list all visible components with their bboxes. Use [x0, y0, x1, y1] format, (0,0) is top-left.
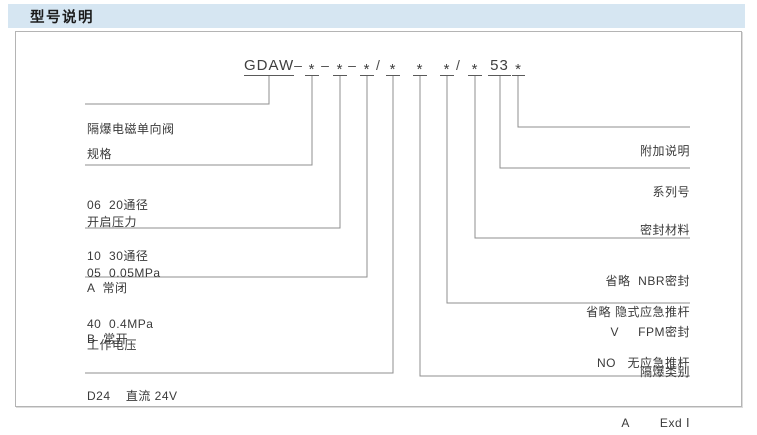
- label-row: 规格: [87, 147, 113, 161]
- label-row: 40 0.4MPa: [87, 317, 154, 331]
- label-row: 附加说明: [639, 144, 690, 158]
- label-row: 省略 隐式应急推杆: [586, 305, 690, 319]
- label-row: NO 无应急推杆: [596, 356, 690, 370]
- label-row: 工作电压: [87, 338, 138, 352]
- label-row: 密封材料: [639, 223, 690, 237]
- label-row: 隔爆类别: [639, 365, 690, 379]
- model-code-separator: /: [376, 57, 380, 73]
- label-row: 开启压力: [87, 215, 138, 229]
- label-row: 06 20通径: [87, 198, 149, 212]
- label-additional-note: 附加说明: [438, 109, 690, 194]
- model-code-placeholder-seal: *: [468, 57, 482, 78]
- label-series-number: 系列号: [438, 150, 690, 235]
- label-row: D24 直流 24V: [87, 389, 178, 403]
- section-header-bar: 型号说明: [8, 4, 745, 28]
- model-code-placeholder-spec: *: [305, 57, 319, 78]
- model-code-placeholder-state: *: [360, 57, 374, 78]
- label-row: 省略 NBR密封: [605, 274, 690, 288]
- section-title: 型号说明: [30, 9, 94, 26]
- model-code-placeholder-voltage: *: [386, 57, 400, 78]
- label-row: A Exd Ⅰ: [621, 416, 690, 430]
- label-row: V FPM密封: [610, 325, 690, 339]
- label-opening-pressure: 开启压力 05 0.05MPa 40 0.4MPa: [87, 180, 161, 367]
- model-code-placeholder-note: *: [512, 57, 525, 78]
- model-code-placeholder-pressure: *: [333, 57, 347, 78]
- label-valve-normal-state: A 常闭 B 常开: [87, 246, 128, 382]
- label-row: 系列号: [652, 185, 690, 199]
- label-row: 10 30通径: [87, 249, 149, 263]
- model-code-series: 53: [488, 57, 511, 76]
- model-code-separator: –: [321, 57, 329, 73]
- label-row: 隔爆电磁单向阀: [87, 122, 175, 136]
- label-row: B 常开: [87, 332, 129, 346]
- model-code-placeholder-rod: *: [440, 57, 454, 78]
- label-emergency-push-rod: 省略 隐式应急推杆 NO 无应急推杆: [438, 270, 690, 406]
- label-row: 05 0.05MPa: [87, 266, 161, 280]
- model-code-separator: –: [348, 57, 356, 73]
- label-product-name: 隔爆电磁单向阀: [87, 87, 175, 172]
- model-code-separator: /: [456, 57, 460, 73]
- label-seal-material: 密封材料 省略 NBR密封 V FPM密封: [438, 188, 690, 375]
- model-code-separator: –: [294, 57, 302, 73]
- label-specification: 规格 06 20通径 10 30通径: [87, 112, 148, 299]
- label-working-voltage: 工作电压 D24 直流 24V B127 交流127V 本整 B220 交流 2…: [87, 303, 212, 435]
- label-explosion-proof-class: 隔爆类别 A Exd Ⅰ C Exd ⅡC T4: [438, 330, 690, 435]
- label-row: A 常闭: [87, 281, 128, 295]
- model-code-prefix: GDAW: [244, 57, 295, 76]
- model-code-placeholder-class: *: [413, 57, 427, 78]
